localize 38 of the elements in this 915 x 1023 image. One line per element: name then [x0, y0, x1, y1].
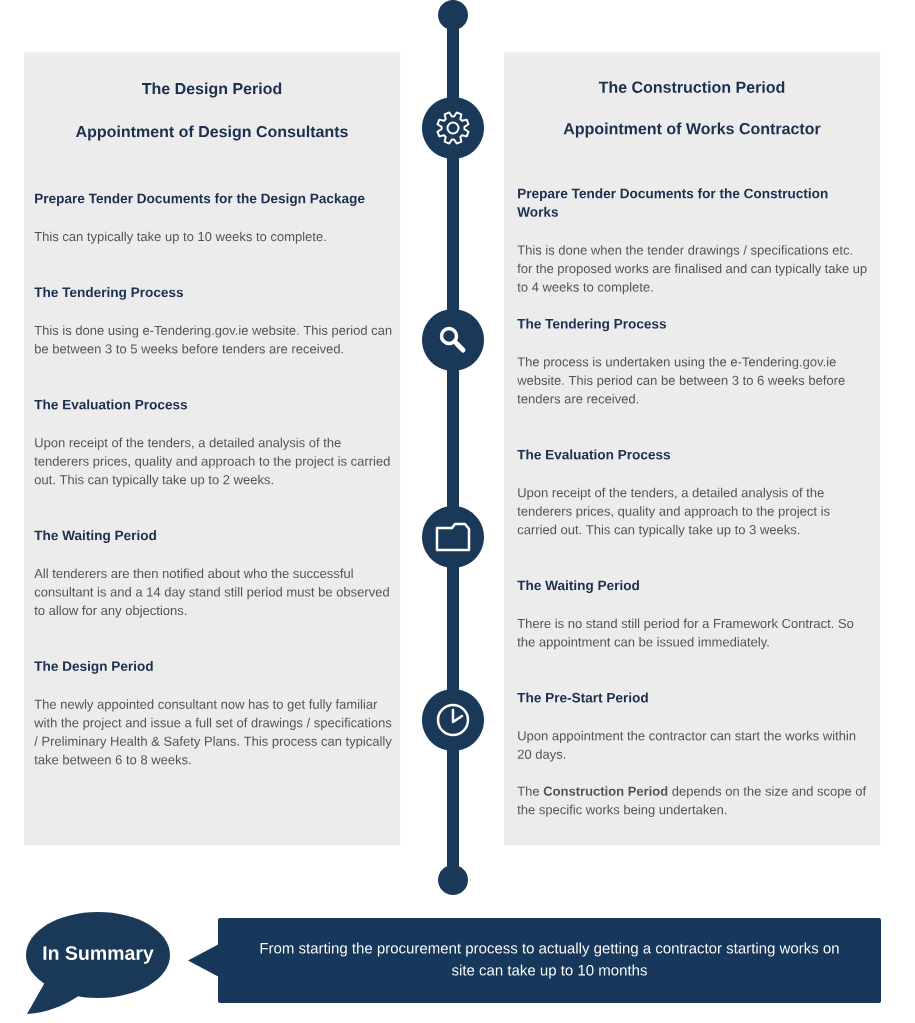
- timeline-marker: [422, 97, 484, 159]
- section-heading: The Design Period: [34, 661, 153, 674]
- panel-title: The Design Period: [141, 82, 282, 98]
- body-text: The process is undertaken using the e-Tendering.gov.ie website. This period can be between 3 to 6 weeks before tenders are received.: [517, 356, 845, 404]
- body-text: There is no stand still period for a Framework Contract. So the appointment can be issued immediately.: [517, 618, 854, 650]
- body-text: Upon receipt of the tenders, a detailed analysis of the tenderers prices, quality and approach to the project is carried out. This can typically take up to 2 weeks.: [34, 437, 390, 487]
- timeline-marker: [422, 309, 484, 371]
- body-text: The newly appointed consultant now has to get fully familiar with the project and issue a full set of drawings / specifications / Preliminary Health & Safety Plans. This process can typically take between 6 to 8 weeks.: [34, 699, 392, 765]
- section-heading: The Evaluation Process: [34, 399, 188, 410]
- timeline-dot: [438, 0, 468, 30]
- section-heading: The Waiting Period: [517, 580, 639, 593]
- body-text: Upon appointment the contractor can start the works within 20 days.: [517, 730, 856, 762]
- summary-box: From starting the procurement process to actually getting a contractor starting works on site can take up to 10 months: [188, 918, 881, 1003]
- speech-bubble: In Summary: [26, 912, 170, 1014]
- section-heading: Prepare Tender Documents for the Construction Works: [517, 188, 828, 217]
- timeline-line: [447, 369, 459, 508]
- timeline-marker: [422, 506, 484, 568]
- section-heading: The Tendering Process: [517, 318, 667, 332]
- panel-subtitle: Appointment of Works Contractor: [563, 122, 821, 138]
- panel-subtitle: Appointment of Design Consultants: [75, 125, 348, 141]
- section-heading: The Tendering Process: [34, 287, 184, 300]
- timeline-line: [447, 566, 459, 691]
- body-text: All tenderers are then notified about who the successful consultant is and a 14 day stand still period must be observed to allow for any objections.: [34, 568, 389, 618]
- body-text: This can typically take up to 10 weeks to complete.: [34, 231, 326, 244]
- body-text: This is done when the tender drawings / specifications etc. for the proposed works are finalised and can typically take up to 4 weeks to complete.: [517, 245, 867, 295]
- body-text: Upon receipt of the tenders, a detailed analysis of the tenderers prices, quality and approach to the project is carried out. This can typically take up to 3 weeks.: [517, 487, 830, 537]
- section-heading: Prepare Tender Documents for the Design Package: [35, 193, 365, 207]
- body-text: The Construction Period depends on the size and scope of the specific works being undertaken.: [517, 786, 867, 817]
- body-text: This is done using e-Tendering.gov.ie website. This period can be between 3 to 5 weeks before tenders are received.: [34, 325, 392, 354]
- panel-title: The Construction Period: [598, 81, 785, 93]
- section-heading: The Waiting Period: [34, 530, 156, 543]
- timeline-line: [447, 749, 459, 867]
- timeline-marker: [422, 689, 484, 751]
- section-heading: The Pre-Start Period: [517, 692, 648, 703]
- timeline-dot: [438, 865, 468, 895]
- section-heading: The Evaluation Process: [517, 449, 671, 460]
- timeline-line: [447, 157, 459, 311]
- timeline-line: [447, 28, 459, 99]
